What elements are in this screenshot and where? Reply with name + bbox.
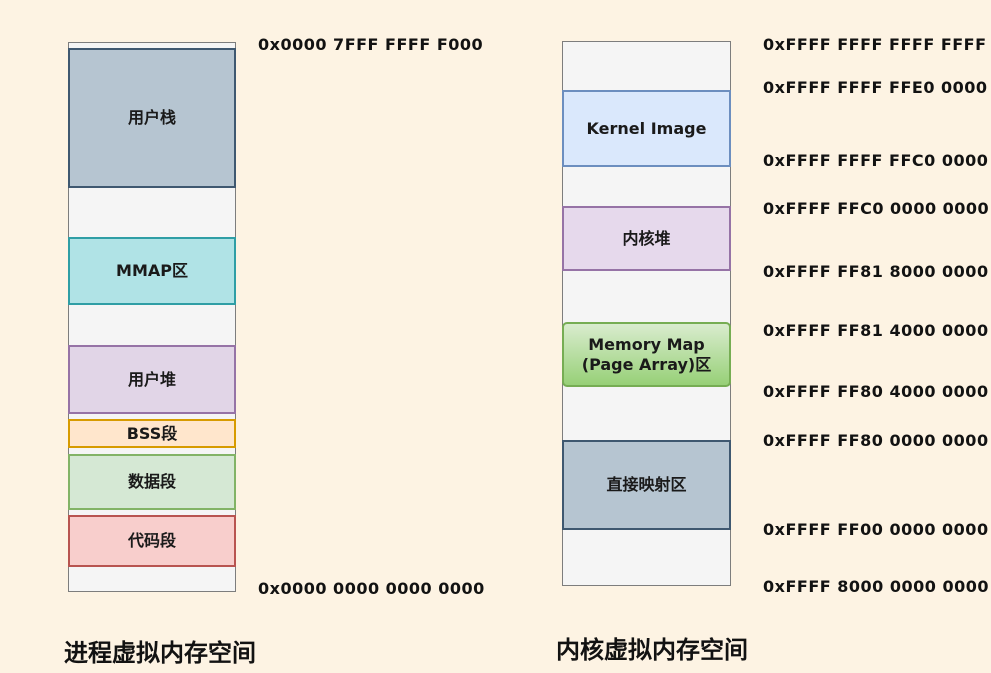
segment-label-user-stack: 用户栈 [127, 108, 176, 127]
segment-label-kernel-image: Kernel Image [586, 118, 707, 138]
address-label: 0xFFFF FFFF FFE0 0000 [763, 78, 988, 97]
address-label: 0xFFFF FF80 0000 0000 [763, 431, 989, 450]
segment-label-user-heap: 用户堆 [127, 369, 176, 389]
address-label: 0x0000 0000 0000 0000 [258, 579, 485, 598]
segment-label-kernel-heap: 内核堆 [622, 228, 671, 248]
segment-kernel-heap: 内核堆 [562, 206, 731, 271]
process-diagram-caption: 进程虚拟内存空间 [64, 639, 256, 667]
address-label: 0xFFFF FF80 4000 0000 [763, 382, 989, 401]
segment-label-memory-map: Memory Map (Page Array)区 [581, 334, 712, 374]
segment-mmap: MMAP区 [68, 237, 236, 305]
kernel-diagram-caption: 内核虚拟内存空间 [556, 636, 748, 664]
address-label: 0xFFFF FFC0 0000 0000 [763, 199, 990, 218]
address-label: 0xFFFF FF81 4000 0000 [763, 321, 989, 340]
segment-kernel-image: Kernel Image [562, 90, 731, 167]
segment-bss: BSS段 [68, 419, 236, 448]
kernel-column: Kernel Image 内核堆 Memory Map (Page Array)区直… [562, 41, 731, 586]
segment-label-data: 数据段 [127, 472, 176, 491]
address-label: 0xFFFF FF81 8000 0000 [763, 262, 989, 281]
segment-label-mmap: MMAP区 [116, 261, 188, 280]
address-label: 0xFFFF FFFF FFC0 0000 [763, 151, 989, 170]
segment-memory-map: Memory Map (Page Array)区 [562, 322, 731, 387]
segment-data: 数据段 [68, 454, 236, 510]
segment-user-heap: 用户堆 [68, 345, 236, 414]
segment-user-stack: 用户栈 [68, 48, 236, 188]
address-label: 0xFFFF 8000 0000 0000 [763, 577, 989, 596]
address-label: 0xFFFF FFFF FFFF FFFF [763, 35, 987, 54]
segment-label-direct-map: 直接映射区 [606, 475, 687, 494]
address-label: 0xFFFF FF00 0000 0000 [763, 520, 989, 539]
process-column: 用户栈 MMAP区用户堆 BSS段数据段代码段 [68, 42, 236, 592]
segment-label-code: 代码段 [127, 531, 176, 550]
address-label: 0x0000 7FFF FFFF F000 [258, 35, 484, 54]
segment-direct-map: 直接映射区 [562, 440, 731, 530]
segment-code: 代码段 [68, 515, 236, 567]
segment-label-bss: BSS段 [126, 423, 178, 443]
